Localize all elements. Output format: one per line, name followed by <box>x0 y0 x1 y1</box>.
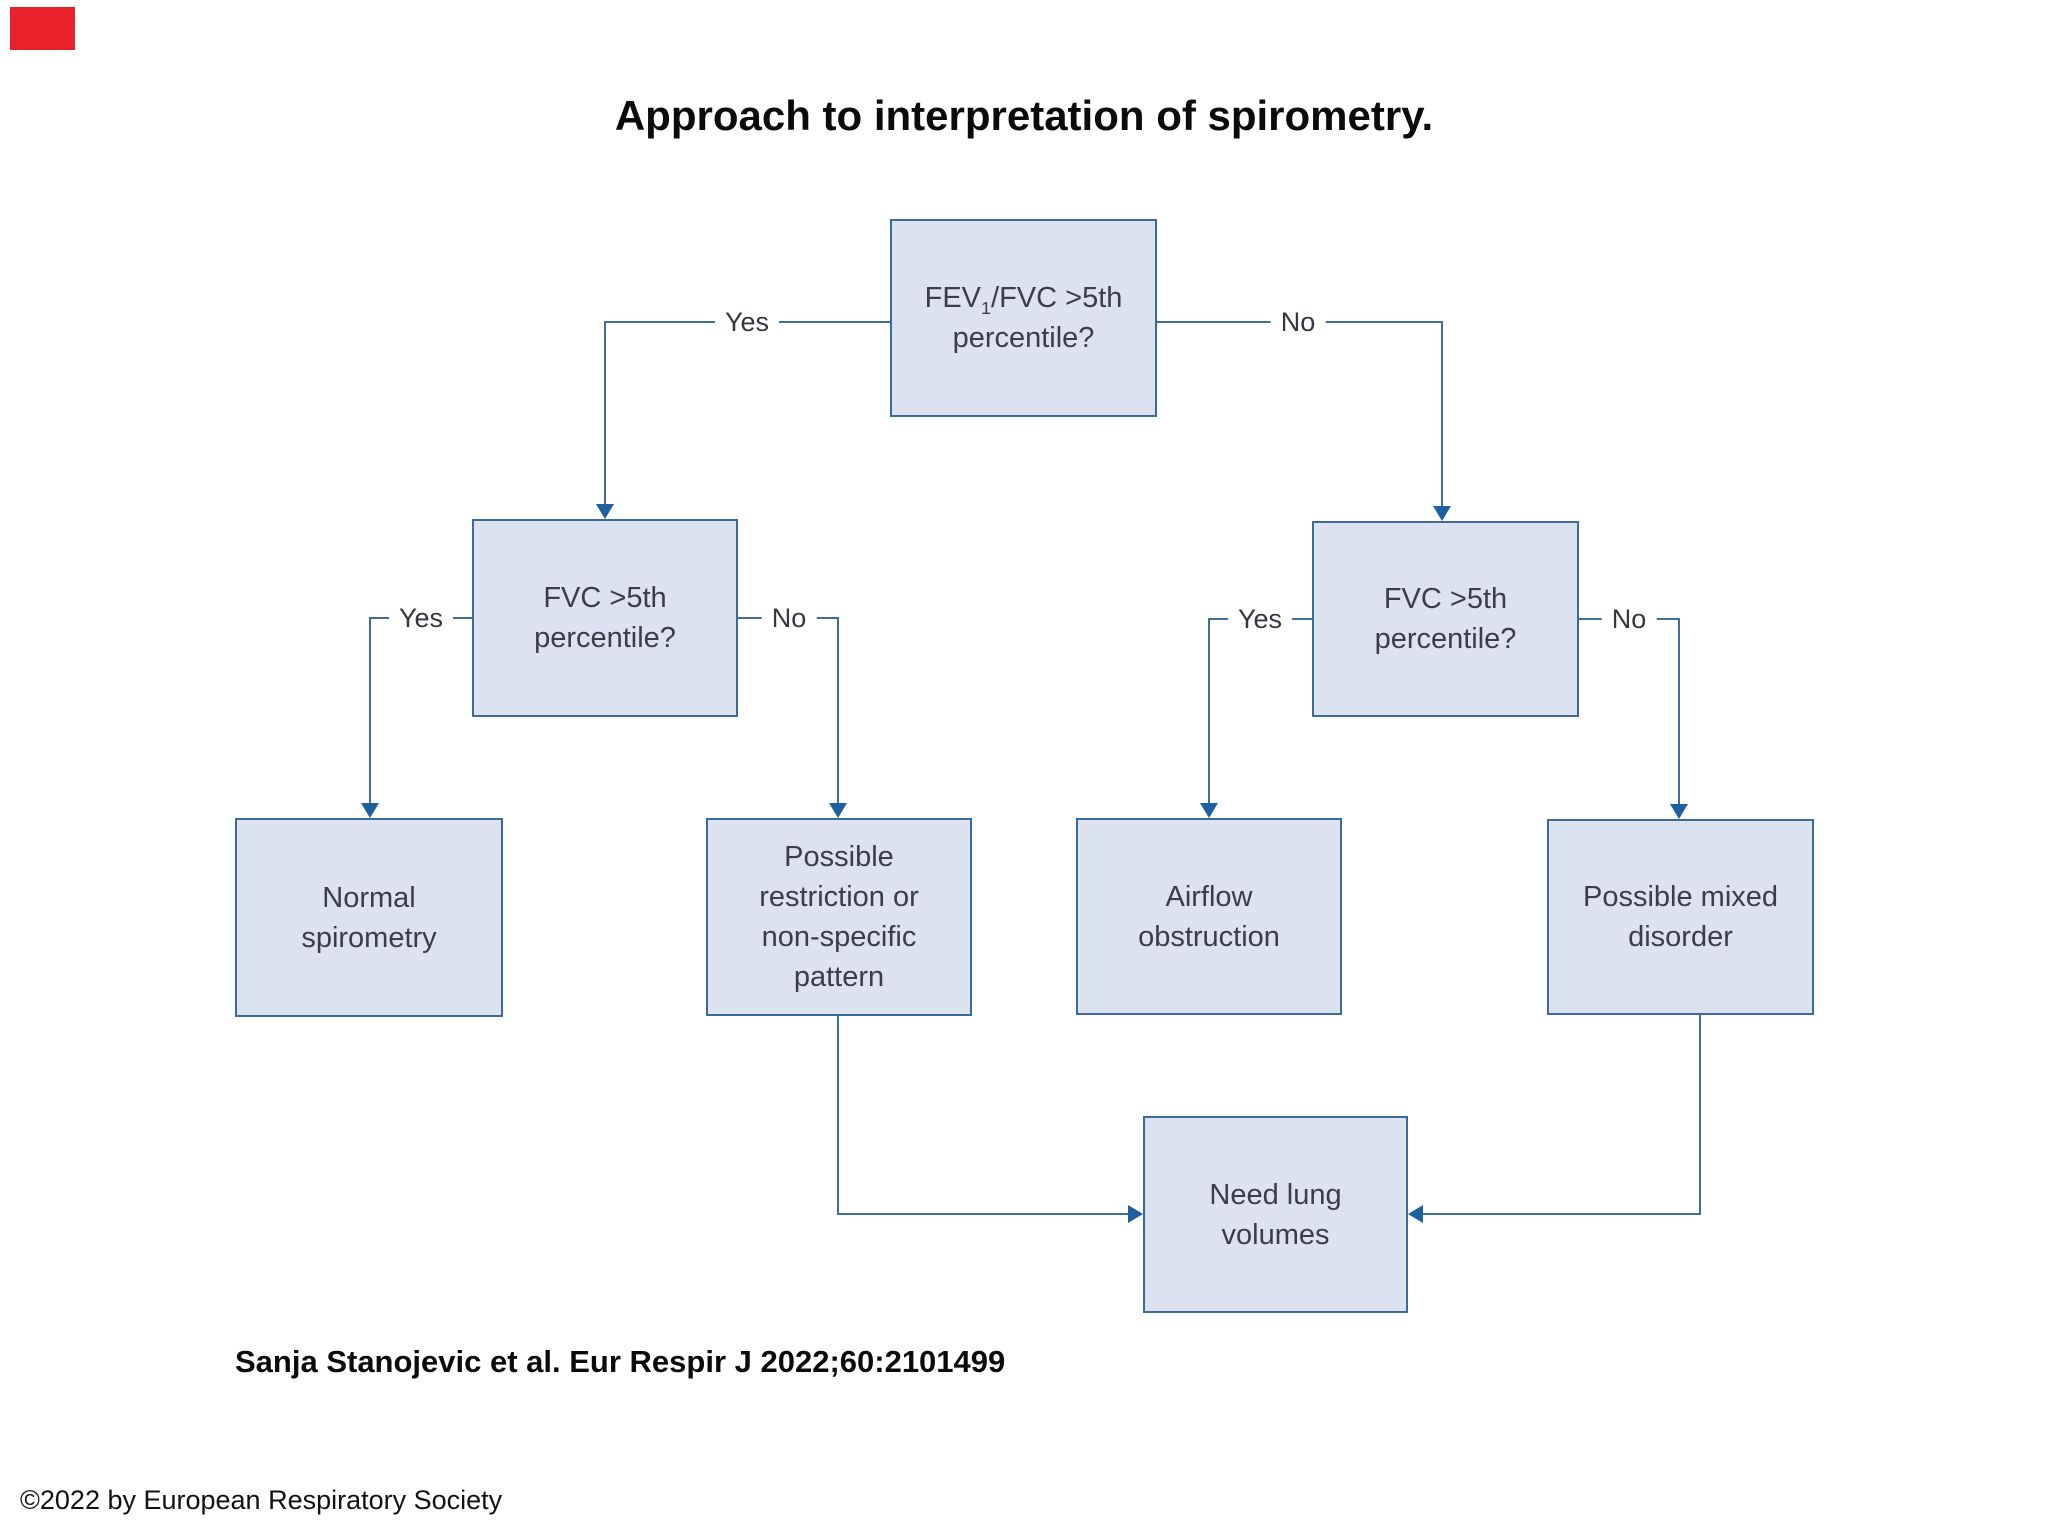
red-corner-marker <box>10 7 75 50</box>
edge-left-yes-vertical <box>369 617 371 803</box>
arrow-left-icon <box>1408 1205 1423 1223</box>
node-airflow-obstruction: Airflow obstruction <box>1076 818 1342 1015</box>
node-possible-mixed-disorder: Possible mixed disorder <box>1547 819 1814 1015</box>
node-possible-restriction-text: Possible restriction or non-specific pat… <box>759 841 919 993</box>
edge-mixed-left-horizontal <box>1423 1213 1701 1215</box>
node-fvc-question-right: FVC >5th percentile? <box>1312 521 1579 717</box>
node-fvc-question-right-text: FVC >5th percentile? <box>1374 583 1517 655</box>
node-airflow-obstruction-text: Airflow obstruction <box>1138 880 1280 953</box>
edge-right-yes-vertical <box>1208 618 1210 803</box>
citation-text: Sanja Stanojevic et al. Eur Respir J 202… <box>235 1344 1006 1379</box>
label-no-left: No <box>761 601 817 635</box>
node-fev1-fvc-question: FEV1/FVC >5th percentile? <box>890 219 1157 417</box>
arrow-down-icon <box>1433 506 1451 521</box>
node-normal-spirometry: Normal spirometry <box>235 818 503 1017</box>
edge-restriction-down-vertical <box>837 1016 839 1215</box>
label-no-right: No <box>1601 602 1657 636</box>
arrow-down-icon <box>1670 804 1688 819</box>
node-fev1-fvc-question-text: FEV1/FVC >5th percentile? <box>925 278 1123 358</box>
edge-left-no-vertical <box>837 617 839 803</box>
node-fvc-question-left: FVC >5th percentile? <box>472 519 738 717</box>
node-need-lung-volumes-text: Need lung volumes <box>1209 1178 1342 1251</box>
node-fvc-question-left-text: FVC >5th percentile? <box>534 582 676 654</box>
label-no-top: No <box>1270 305 1326 339</box>
percentile-text: percentile? <box>952 322 1095 354</box>
edge-restriction-right-horizontal <box>837 1213 1128 1215</box>
arrow-down-icon <box>596 504 614 519</box>
node-need-lung-volumes: Need lung volumes <box>1143 1116 1408 1313</box>
edge-top-no-vertical <box>1441 321 1443 506</box>
node-normal-spirometry-text: Normal spirometry <box>301 881 437 954</box>
node-possible-restriction: Possible restriction or non-specific pat… <box>706 818 972 1016</box>
edge-mixed-down-vertical <box>1699 1015 1701 1215</box>
fvc-text: /FVC >5th <box>991 282 1123 314</box>
label-yes-top: Yes <box>714 305 780 339</box>
copyright-text: ©2022 by European Respiratory Society <box>20 1485 503 1515</box>
label-yes-left: Yes <box>388 601 454 635</box>
arrow-down-icon <box>361 803 379 818</box>
label-yes-right: Yes <box>1227 602 1293 636</box>
fev-subscript: 1 <box>981 297 992 318</box>
arrow-down-icon <box>829 803 847 818</box>
arrow-right-icon <box>1128 1205 1143 1223</box>
fev-text: FEV <box>924 282 982 314</box>
node-possible-mixed-disorder-text: Possible mixed disorder <box>1582 881 1779 953</box>
page-title: Approach to interpretation of spirometry… <box>614 92 1434 139</box>
edge-top-yes-vertical <box>604 321 606 504</box>
arrow-down-icon <box>1200 803 1218 818</box>
edge-right-no-vertical <box>1678 618 1680 804</box>
